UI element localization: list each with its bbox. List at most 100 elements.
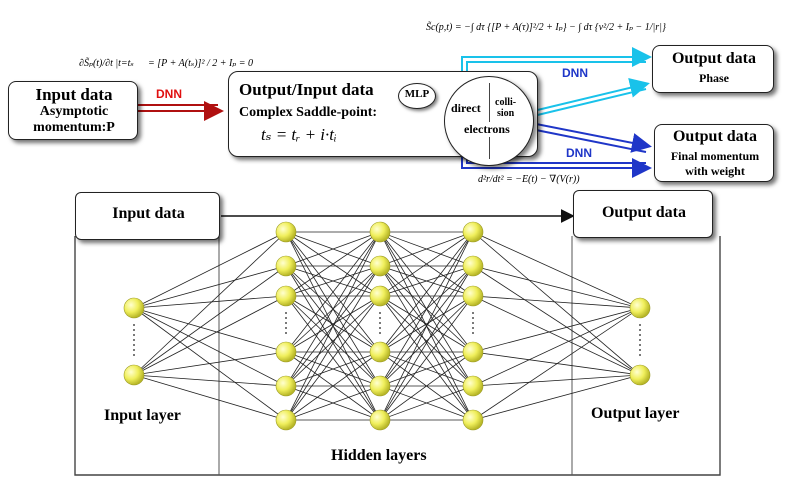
network-connection [133, 307, 287, 387]
network-connection [379, 295, 474, 387]
network-connection [379, 351, 474, 387]
network-connection [472, 307, 641, 421]
network-connection [472, 231, 641, 309]
network-connection [472, 307, 641, 387]
network-node [462, 221, 484, 243]
network-connection [472, 265, 641, 376]
saddle-box-subtitle: Complex Saddle-point: [239, 105, 378, 120]
network-connection [133, 295, 287, 309]
network-connection [133, 307, 287, 421]
electrons-label: electrons [463, 122, 511, 137]
network-output-box: Output data [573, 190, 713, 238]
network-connection [379, 351, 474, 421]
network-node [629, 297, 651, 319]
network-connection [285, 265, 381, 297]
network-connection [472, 374, 641, 421]
red-dnn-arrow [137, 101, 224, 121]
network-connection [472, 295, 641, 376]
momentum-box-title: Output data [672, 128, 758, 145]
network-connection [285, 351, 381, 421]
network-connection [379, 231, 474, 267]
electrons-circle: direct colli- sion electrons [444, 76, 534, 166]
input-layer-label: Input layer [104, 407, 181, 424]
network-connection [133, 374, 287, 387]
input-data-line2: momentum:P [33, 120, 115, 135]
saddle-equation-formula: = [P + A(tₛ)]² / 2 + Iₚ = 0 [148, 58, 254, 69]
network-input-box: Input data [75, 192, 220, 240]
electrons-divider [489, 83, 490, 159]
network-connection [285, 385, 381, 421]
input-data-box: Input data Asymptotic momentum:P [8, 81, 138, 140]
network-connection [285, 351, 381, 387]
network-node [369, 375, 391, 397]
network-connection [379, 295, 474, 421]
network-connection [472, 295, 641, 309]
network-frame [74, 209, 721, 476]
network-connection [285, 295, 381, 387]
network-connection [472, 351, 641, 376]
network-connection [379, 385, 474, 421]
network-node [369, 285, 391, 307]
direct-label: direct [451, 101, 481, 115]
network-connection [472, 265, 641, 309]
saddle-derivative-formula: ∂S̃ₚ(t)/∂t |t=tₛ [79, 58, 134, 69]
network-connection [285, 231, 381, 387]
network-connection [285, 295, 381, 353]
network-node [629, 364, 651, 386]
network-connection [472, 231, 641, 376]
network-input-title: Input data [112, 205, 185, 222]
newton-formula: d²r/dt² = −E(t) − ∇(V(r)) [478, 174, 580, 185]
dnn-label-lower: DNN [566, 146, 592, 160]
network-connection [133, 265, 287, 309]
mlp-circle: MLP [398, 83, 436, 109]
phase-box-title: Output data [671, 50, 757, 67]
phase-formula: S̃c(p,t) = −∫ dτ {[P + A(τ)]²/2 + Iₚ} − … [426, 22, 666, 33]
network-nodes [123, 221, 651, 431]
network-node [275, 375, 297, 397]
network-node [462, 409, 484, 431]
network-node [275, 221, 297, 243]
network-connection [379, 231, 474, 353]
network-connection [285, 231, 381, 297]
network-node [275, 341, 297, 363]
hidden-layers-label: Hidden layers [331, 447, 427, 464]
network-node [369, 255, 391, 277]
saddle-box-formula: tₛ = tᵣ + i·tᵢ [261, 125, 337, 144]
network-connection [133, 265, 287, 376]
output-layer-label: Output layer [591, 405, 680, 422]
network-connection [379, 295, 474, 353]
network-node [123, 297, 145, 319]
network-connection [133, 231, 287, 376]
network-connection [133, 351, 287, 376]
network-node [123, 364, 145, 386]
network-output-title: Output data [601, 204, 687, 221]
network-connection [379, 231, 474, 387]
network-connection [285, 231, 381, 421]
network-connections [133, 231, 641, 421]
network-node [275, 285, 297, 307]
collision-label-1: colli- [495, 97, 517, 108]
network-node [275, 409, 297, 431]
final-momentum-output-box: Output data Final momentum with weight [654, 124, 774, 182]
network-connection [379, 231, 474, 297]
input-data-line1: Asymptotic [39, 104, 109, 119]
network-node [369, 409, 391, 431]
network-node [275, 255, 297, 277]
collision-label-2: sion [497, 108, 515, 119]
network-node [462, 255, 484, 277]
network-connection [133, 231, 287, 309]
network-connection [133, 295, 287, 376]
phase-output-box: Output data Phase [652, 45, 774, 93]
network-connection [133, 374, 287, 421]
network-connection [285, 231, 381, 267]
network-node [369, 221, 391, 243]
dnn-label-red: DNN [156, 87, 182, 101]
network-ellipsis-dots [133, 312, 641, 359]
network-connection [133, 307, 287, 353]
network-connection [285, 295, 381, 421]
momentum-box-subtitle1: Final momentum [670, 149, 760, 163]
momentum-box-subtitle2: with weight [685, 164, 745, 178]
mlp-label: MLP [404, 88, 430, 100]
network-connection [379, 265, 474, 421]
network-connection [285, 231, 381, 353]
